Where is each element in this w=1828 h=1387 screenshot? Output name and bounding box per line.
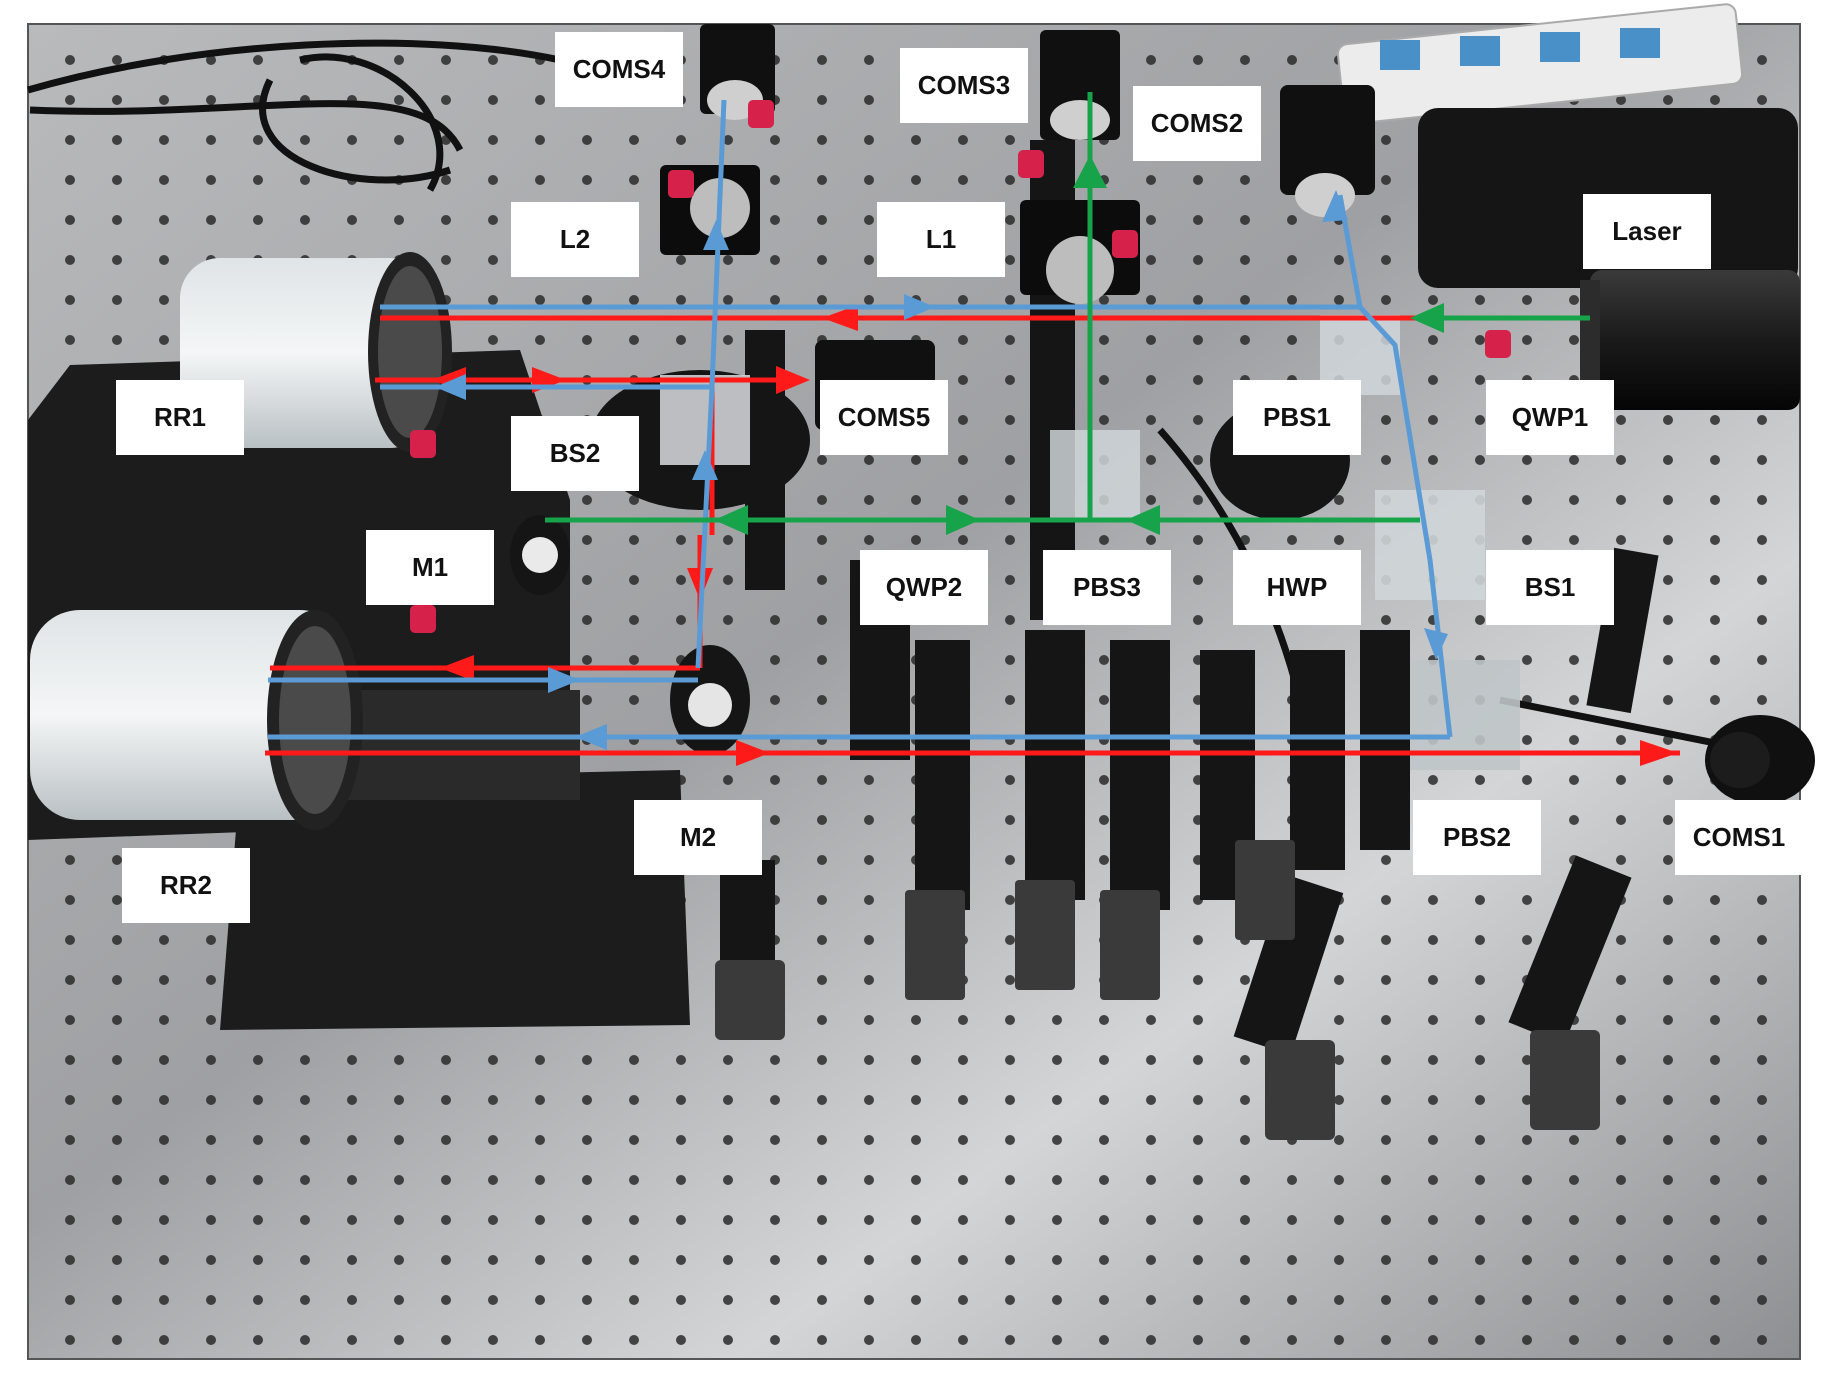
label-coms3: COMS3 bbox=[900, 48, 1028, 123]
post-mounts bbox=[715, 140, 1659, 1140]
label-pbs3: PBS3 bbox=[1043, 550, 1171, 625]
optic-holders bbox=[510, 165, 1520, 770]
rr2-cylinder bbox=[30, 610, 363, 830]
label-hwp: HWP bbox=[1233, 550, 1361, 625]
label-coms1: COMS1 bbox=[1675, 800, 1803, 875]
label-l1: L1 bbox=[877, 202, 1005, 277]
camera-lenses bbox=[707, 80, 1770, 788]
beam-green-arrows bbox=[714, 155, 1444, 535]
label-laser: Laser bbox=[1583, 194, 1711, 269]
label-m1: M1 bbox=[366, 530, 494, 605]
red-knobs bbox=[410, 100, 1511, 633]
label-m2: M2 bbox=[634, 800, 762, 875]
label-rr1: RR1 bbox=[116, 380, 244, 455]
label-pbs2: PBS2 bbox=[1413, 800, 1541, 875]
power-strip bbox=[1336, 3, 1744, 125]
beam-blue-arrows bbox=[435, 190, 1448, 750]
label-l2: L2 bbox=[511, 202, 639, 277]
label-pbs1: PBS1 bbox=[1233, 380, 1361, 455]
label-coms4: COMS4 bbox=[555, 32, 683, 107]
label-bs1: BS1 bbox=[1486, 550, 1614, 625]
label-bs2: BS2 bbox=[511, 416, 639, 491]
label-qwp1: QWP1 bbox=[1486, 380, 1614, 455]
label-coms5: COMS5 bbox=[820, 380, 948, 455]
label-qwp2: QWP2 bbox=[860, 550, 988, 625]
label-coms2: COMS2 bbox=[1133, 86, 1261, 161]
label-rr2: RR2 bbox=[122, 848, 250, 923]
